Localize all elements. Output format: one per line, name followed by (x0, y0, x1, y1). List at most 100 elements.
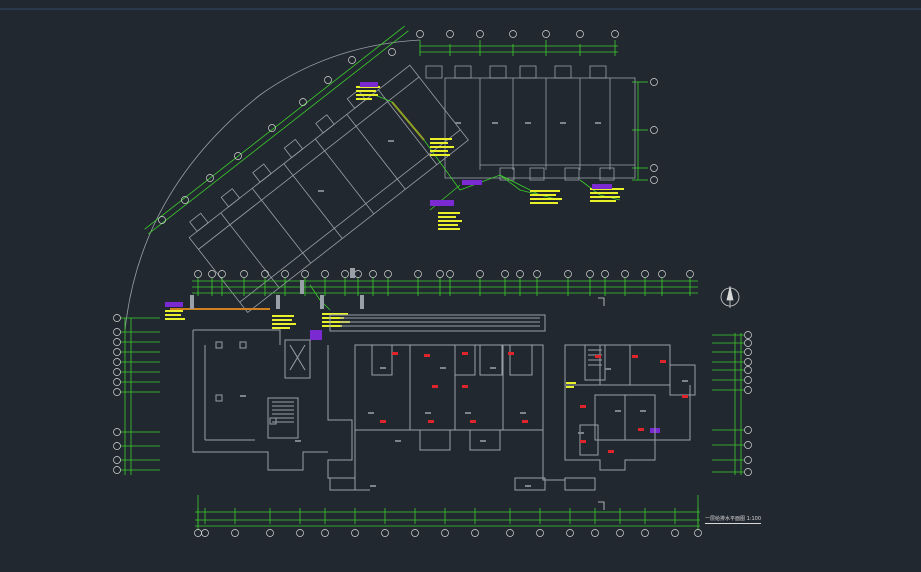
axis-bubble (218, 270, 226, 278)
main-floor-walls (192, 314, 696, 491)
fixture (682, 395, 688, 398)
room-tag (640, 410, 646, 412)
axis-bubble (411, 529, 419, 537)
axis-bubble (566, 529, 574, 537)
main-top-dimensions (192, 280, 698, 294)
room-tag (490, 367, 496, 369)
axis-bubble (231, 529, 239, 537)
axis-bubble (446, 270, 454, 278)
room-tag (425, 412, 431, 414)
fixture (432, 385, 438, 388)
axis-bubble (113, 314, 121, 322)
axis-bubble (744, 426, 752, 434)
room-tag (318, 190, 324, 192)
fixture (580, 440, 586, 443)
axis-bubble (301, 270, 309, 278)
axis-bubble (281, 270, 289, 278)
axis-bubble (601, 270, 609, 278)
left-axis-bubbles (113, 314, 121, 474)
room-tag (388, 140, 394, 142)
room-tag (615, 410, 621, 412)
axis-bubble (113, 378, 121, 386)
fixture (580, 405, 586, 408)
room-tag (240, 395, 246, 397)
axis-bubble (658, 270, 666, 278)
axis-bubble (240, 270, 248, 278)
main-bottom-dimensions (195, 495, 700, 530)
diagonal-wing (144, 25, 469, 313)
axis-bubble (744, 331, 752, 339)
plumbing-fixtures (380, 352, 688, 453)
axis-bubble (266, 529, 274, 537)
axis-bubble (476, 270, 484, 278)
axis-bubble (516, 270, 524, 278)
fixture (522, 420, 528, 423)
north-arrow-icon (720, 286, 740, 308)
axis-bubble (351, 529, 359, 537)
axis-bubble (744, 456, 752, 464)
axis-bubble (194, 270, 202, 278)
axis-bubble (744, 441, 752, 449)
axis-bubble (113, 348, 121, 356)
room-tag (682, 380, 688, 382)
axis-bubble (113, 328, 121, 336)
axis-bubble (113, 388, 121, 396)
room-tag (368, 412, 374, 414)
room-tag (370, 485, 376, 487)
fixture (462, 352, 468, 355)
axis-bubble (436, 270, 444, 278)
axis-bubble (369, 270, 377, 278)
room-tag (525, 122, 531, 124)
fixture (595, 355, 601, 358)
axis-bubble (341, 270, 349, 278)
axis-bubble (616, 529, 624, 537)
left-dimensions (124, 318, 132, 475)
room-tag (380, 367, 386, 369)
axis-bubble (586, 270, 594, 278)
axis-bubble (113, 368, 121, 376)
right-dimensions (734, 333, 742, 475)
room-tag (395, 440, 401, 442)
axis-bubble (471, 529, 479, 537)
room-tag (605, 368, 611, 370)
pipe-annotations-upper (165, 86, 624, 388)
fixture (608, 450, 614, 453)
axis-bubble (744, 339, 752, 347)
curved-guide-arc (124, 39, 421, 331)
right-axis-bubbles (744, 331, 752, 476)
upper-wing-right-dimensions (632, 81, 648, 181)
room-tag (465, 412, 471, 414)
room-tag (455, 122, 461, 124)
bottom-axis-bubbles (194, 529, 702, 537)
axis-bubble (501, 270, 509, 278)
upper-wing-axis-bubbles (416, 30, 658, 184)
wall-columns (190, 268, 364, 309)
fixture (462, 385, 468, 388)
room-tag (525, 485, 531, 487)
axis-bubble (384, 270, 392, 278)
room-tags (240, 122, 688, 487)
axis-bubble (321, 270, 329, 278)
axis-bubble (113, 428, 121, 436)
room-tag (480, 440, 486, 442)
fixture (508, 352, 514, 355)
axis-bubble (113, 358, 121, 366)
left-dimension-ticks (120, 317, 160, 471)
axis-bubble (686, 270, 694, 278)
section-marks (598, 297, 605, 510)
axis-bubble (208, 270, 216, 278)
fixture (428, 420, 434, 423)
axis-bubble (381, 529, 389, 537)
upper-right-wing (425, 65, 636, 181)
axis-bubble (744, 358, 752, 366)
axis-bubble (113, 442, 121, 450)
fixture (660, 360, 666, 363)
fixture (470, 420, 476, 423)
axis-bubble (194, 529, 202, 537)
axis-bubble (113, 466, 121, 474)
bottom-dimension-ticks (197, 508, 699, 524)
axis-bubble (441, 529, 449, 537)
